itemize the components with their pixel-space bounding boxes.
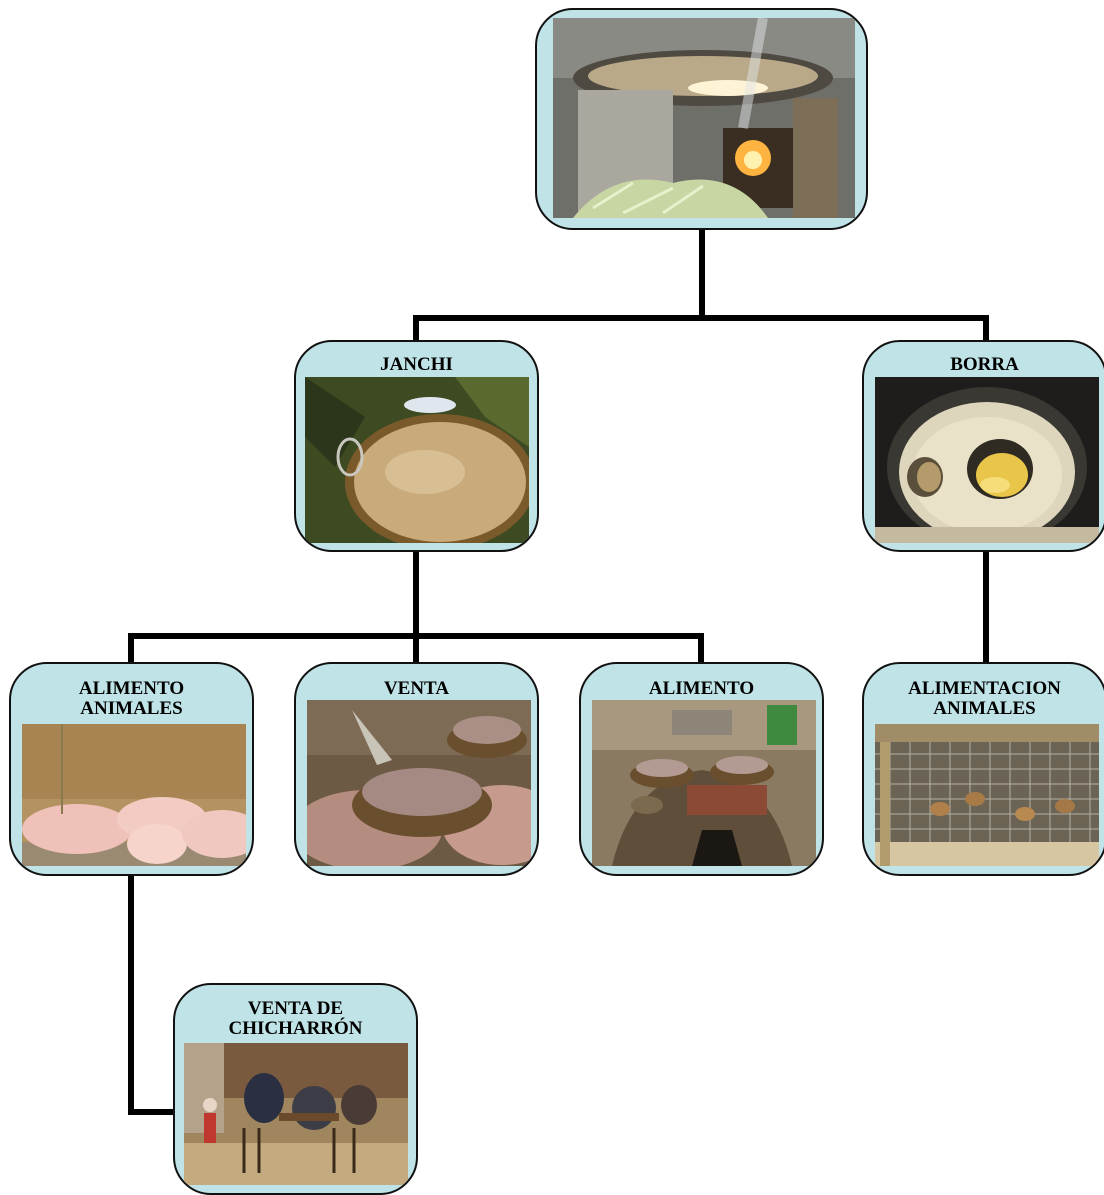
node-alimento: ALIMENTO: [579, 662, 824, 876]
cauldron-over-fire-photo: [553, 18, 855, 218]
node-borra: BORRA: [862, 340, 1104, 552]
node-venta-label: VENTA: [296, 679, 537, 699]
node-venta: VENTA: [294, 662, 539, 876]
node-alimento-label: ALIMENTO: [581, 679, 822, 699]
basket-of-janchi-photo: [305, 377, 529, 543]
label-line: VENTA DE: [175, 999, 416, 1019]
label-line: ALIMENTACION: [864, 679, 1104, 699]
label-line: VENTA: [296, 679, 537, 699]
label-line: BORRA: [864, 355, 1104, 375]
people-at-tables-photo: [184, 1043, 408, 1185]
node-alimento-animales-label: ALIMENTO ANIMALES: [11, 679, 252, 719]
baskets-on-oven-photo: [592, 700, 816, 866]
node-venta-chicharron-label: VENTA DE CHICHARRÓN: [175, 999, 416, 1039]
label-line: JANCHI: [296, 355, 537, 375]
node-alimentacion-animales: ALIMENTACION ANIMALES: [862, 662, 1104, 876]
label-line: ALIMENTO: [581, 679, 822, 699]
node-alimentacion-animales-label: ALIMENTACION ANIMALES: [864, 679, 1104, 719]
label-line: ANIMALES: [11, 699, 252, 719]
node-janchi-label: JANCHI: [296, 355, 537, 375]
label-line: ALIMENTO: [11, 679, 252, 699]
node-janchi: JANCHI: [294, 340, 539, 552]
guinea-pig-cage-photo: [875, 724, 1099, 866]
node-root: [535, 8, 868, 230]
pigs-resting-photo: [22, 724, 246, 866]
label-line: ANIMALES: [864, 699, 1104, 719]
label-line: CHICHARRÓN: [175, 1019, 416, 1039]
borra-in-pot-photo: [875, 377, 1099, 543]
node-borra-label: BORRA: [864, 355, 1104, 375]
node-venta-chicharron: VENTA DE CHICHARRÓN: [173, 983, 418, 1195]
baskets-for-sale-photo: [307, 700, 531, 866]
node-alimento-animales: ALIMENTO ANIMALES: [9, 662, 254, 876]
